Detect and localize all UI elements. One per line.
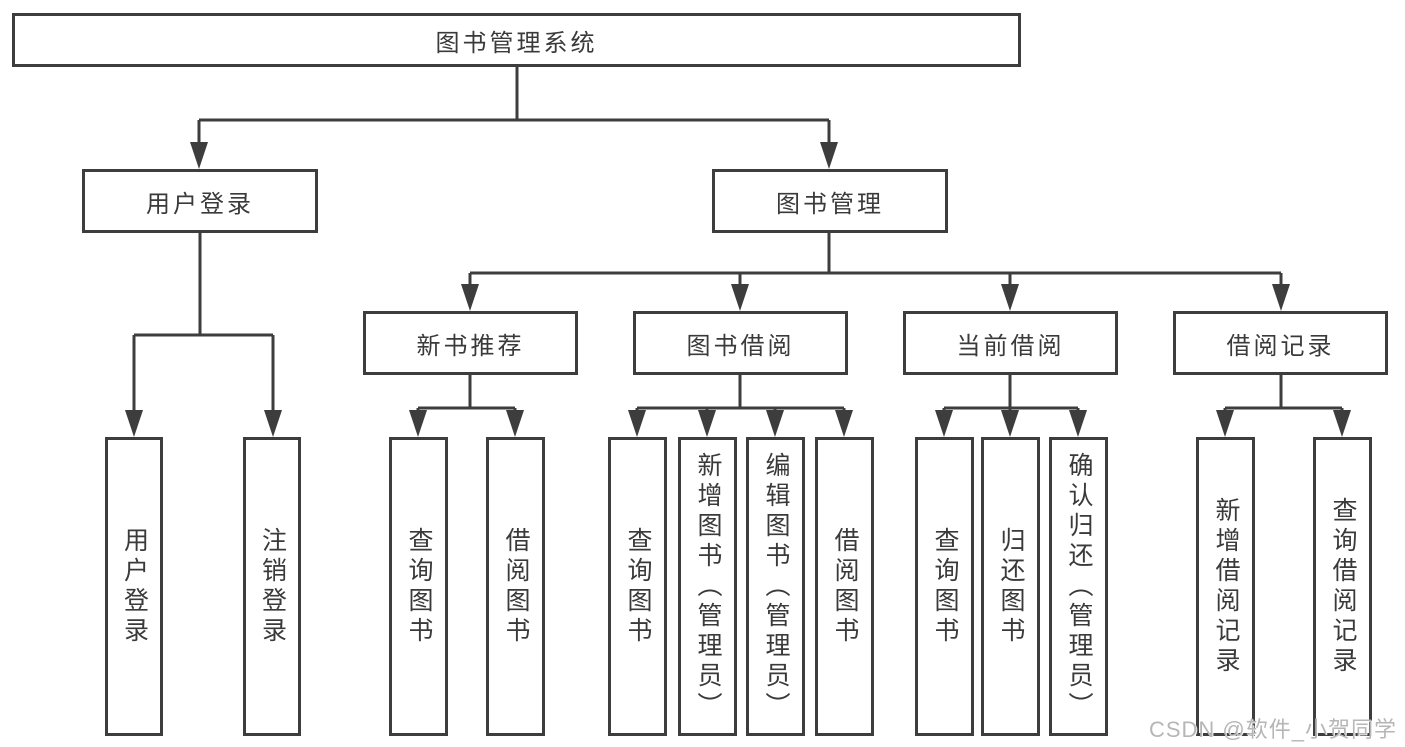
leaf-add-borrow-record: 新增借阅记录 bbox=[1196, 437, 1255, 736]
node-current-borrowing: 当前借阅 bbox=[903, 311, 1118, 375]
leaf-edit-book-admin: 编辑图书（管理员） bbox=[746, 437, 805, 736]
leaf-query-book-recommend: 查询图书 bbox=[389, 437, 448, 736]
leaf-query-book-current: 查询图书 bbox=[915, 437, 974, 736]
arrowheads bbox=[125, 142, 1351, 437]
csdn-watermark: CSDN @软件_小贺同学 bbox=[1148, 717, 1397, 742]
leaf-borrow-book-recommend: 借阅图书 bbox=[486, 437, 545, 736]
node-library-management-system: 图书管理系统 bbox=[12, 13, 1021, 67]
leaf-add-book-admin: 新增图书（管理员） bbox=[678, 437, 737, 736]
node-borrowing-records: 借阅记录 bbox=[1173, 311, 1388, 375]
leaf-return-book: 归还图书 bbox=[981, 437, 1040, 736]
node-book-borrowing: 图书借阅 bbox=[633, 311, 848, 375]
node-book-management: 图书管理 bbox=[712, 169, 948, 233]
leaf-logout-login: 注销登录 bbox=[243, 437, 301, 736]
leaf-query-book-borrowing: 查询图书 bbox=[608, 437, 667, 736]
leaf-user-login: 用户登录 bbox=[105, 437, 163, 736]
leaf-confirm-return-admin: 确认归还（管理员） bbox=[1049, 437, 1108, 736]
node-user-login: 用户登录 bbox=[82, 169, 318, 233]
leaf-borrow-book: 借阅图书 bbox=[815, 437, 874, 736]
node-new-book-recommendation: 新书推荐 bbox=[363, 311, 578, 375]
leaf-query-borrow-record: 查询借阅记录 bbox=[1313, 437, 1372, 736]
